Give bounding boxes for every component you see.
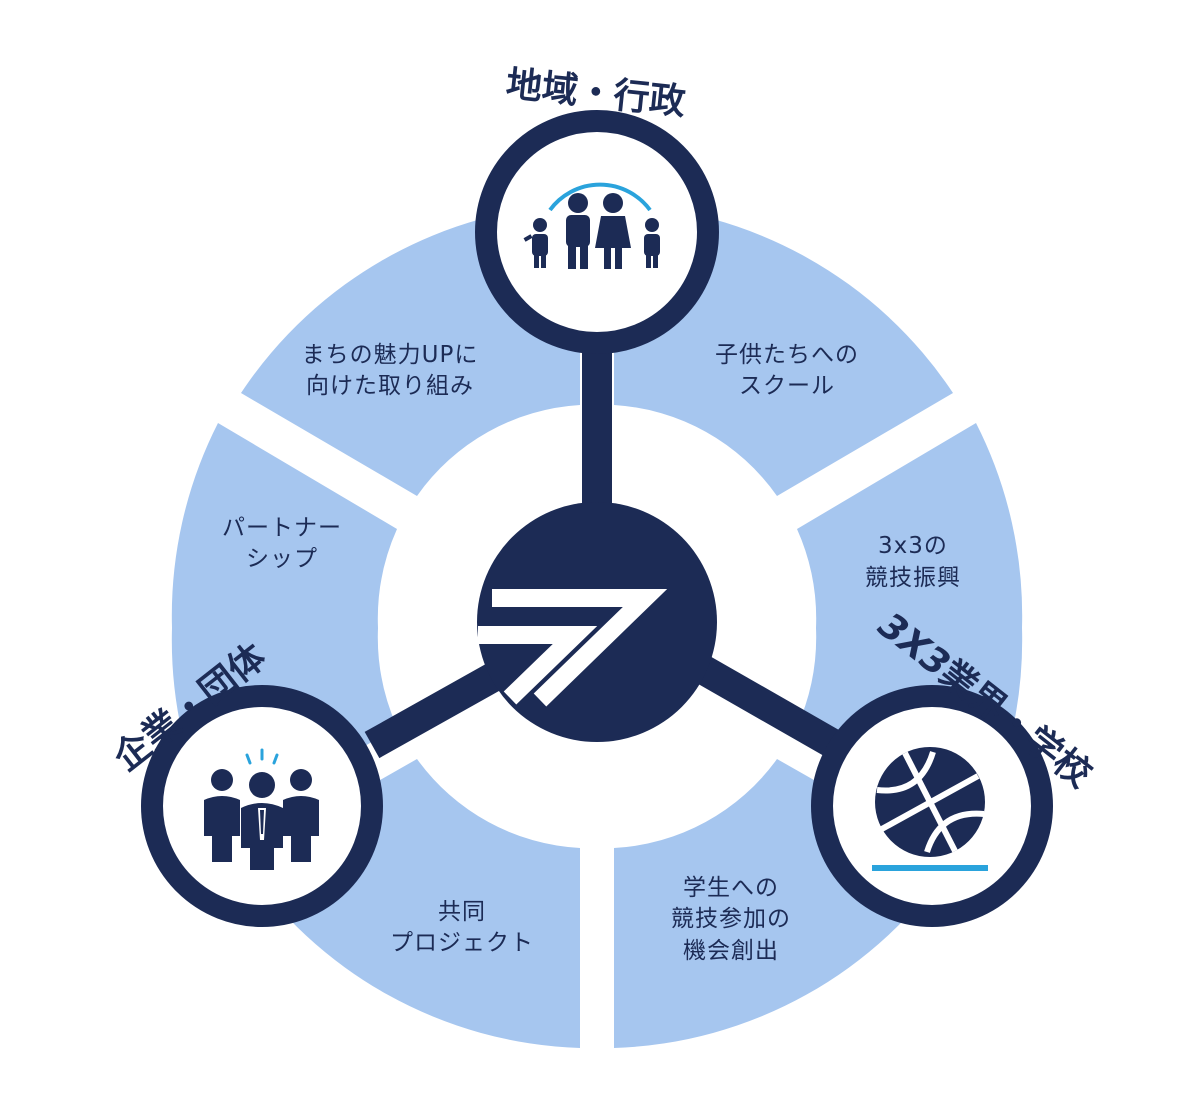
label-lower-right-1: 学生への bbox=[683, 875, 779, 901]
node-top bbox=[475, 110, 719, 354]
label-upper-right-1: 子供たちへの bbox=[715, 342, 859, 368]
label-right-2: 競技振興 bbox=[865, 565, 961, 591]
label-right-1: 3x3の bbox=[878, 533, 948, 559]
ring-segments bbox=[171, 204, 1023, 1048]
label-lower-right-2: 競技参加の bbox=[671, 906, 791, 932]
center-circle bbox=[477, 502, 717, 742]
node-left bbox=[141, 685, 383, 927]
node-right bbox=[811, 685, 1053, 927]
label-lower-right-3: 機会創出 bbox=[683, 938, 779, 964]
family-icon bbox=[523, 182, 660, 269]
logo-mark bbox=[478, 589, 668, 707]
label-upper-right-2: スクール bbox=[739, 373, 835, 399]
business-team-icon bbox=[204, 748, 319, 870]
label-left-1: パートナー bbox=[222, 515, 342, 541]
label-lower-left-1: 共同 bbox=[438, 899, 486, 925]
connector-right bbox=[682, 648, 843, 759]
segment-labels: まちの魅力UPに 向けた取り組み 子供たちへの スクール パートナー シップ 3… bbox=[222, 342, 961, 964]
label-upper-left-1: まちの魅力UPに bbox=[302, 342, 479, 368]
label-lower-left-2: プロジェクト bbox=[390, 930, 534, 956]
label-left-2: シップ bbox=[246, 546, 318, 572]
node-top-circle bbox=[475, 110, 719, 354]
center-logo bbox=[477, 502, 717, 742]
basketball-icon bbox=[872, 747, 988, 871]
label-upper-left-2: 向けた取り組み bbox=[306, 373, 474, 399]
